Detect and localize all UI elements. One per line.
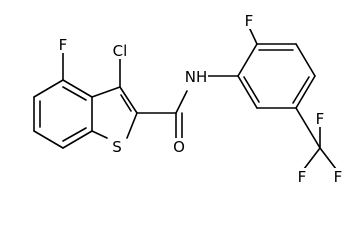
bond (237, 75, 258, 109)
bond (175, 90, 188, 114)
bond (295, 107, 321, 149)
label-backdrop (296, 168, 308, 185)
label-backdrop (57, 36, 69, 53)
atom-labels-layer: F Cl F NH S O F F F (57, 12, 344, 186)
bond (33, 130, 64, 149)
cf3-fluorine-top-label: F (316, 110, 325, 128)
bond (62, 79, 93, 98)
bond (292, 76, 310, 104)
amide-nh-label: NH (185, 68, 208, 86)
bond (91, 130, 108, 139)
bond (119, 86, 138, 114)
bond (303, 147, 321, 170)
bonds-layer (33, 26, 337, 170)
label-backdrop (109, 138, 123, 155)
bond (295, 75, 316, 109)
label-backdrop (332, 168, 344, 185)
bond (91, 86, 121, 98)
sulfur-label: S (112, 138, 122, 156)
bond (62, 127, 87, 142)
cf3-fluorine-left-label: F (298, 168, 307, 186)
fluorine-benzo-label: F (59, 36, 68, 54)
bond (243, 76, 260, 103)
label-backdrop (110, 42, 131, 59)
bond (62, 130, 93, 149)
fluorine-aryl-label: F (245, 12, 254, 30)
label-backdrop (243, 12, 255, 29)
bond (62, 86, 87, 101)
bond (248, 26, 258, 45)
cf3-fluorine-right-label: F (334, 168, 343, 186)
chemical-structure-diagram: F Cl F NH S O F F F (33, 12, 344, 186)
oxygen-label: O (173, 138, 185, 156)
label-backdrop (314, 111, 326, 127)
label-backdrop (184, 68, 208, 85)
chlorine-label: Cl (113, 42, 128, 60)
bond (237, 43, 258, 77)
label-backdrop (172, 138, 186, 155)
bond (295, 43, 316, 77)
bond (319, 147, 337, 170)
bond (33, 79, 64, 98)
bond (120, 94, 132, 112)
bond (126, 112, 138, 139)
